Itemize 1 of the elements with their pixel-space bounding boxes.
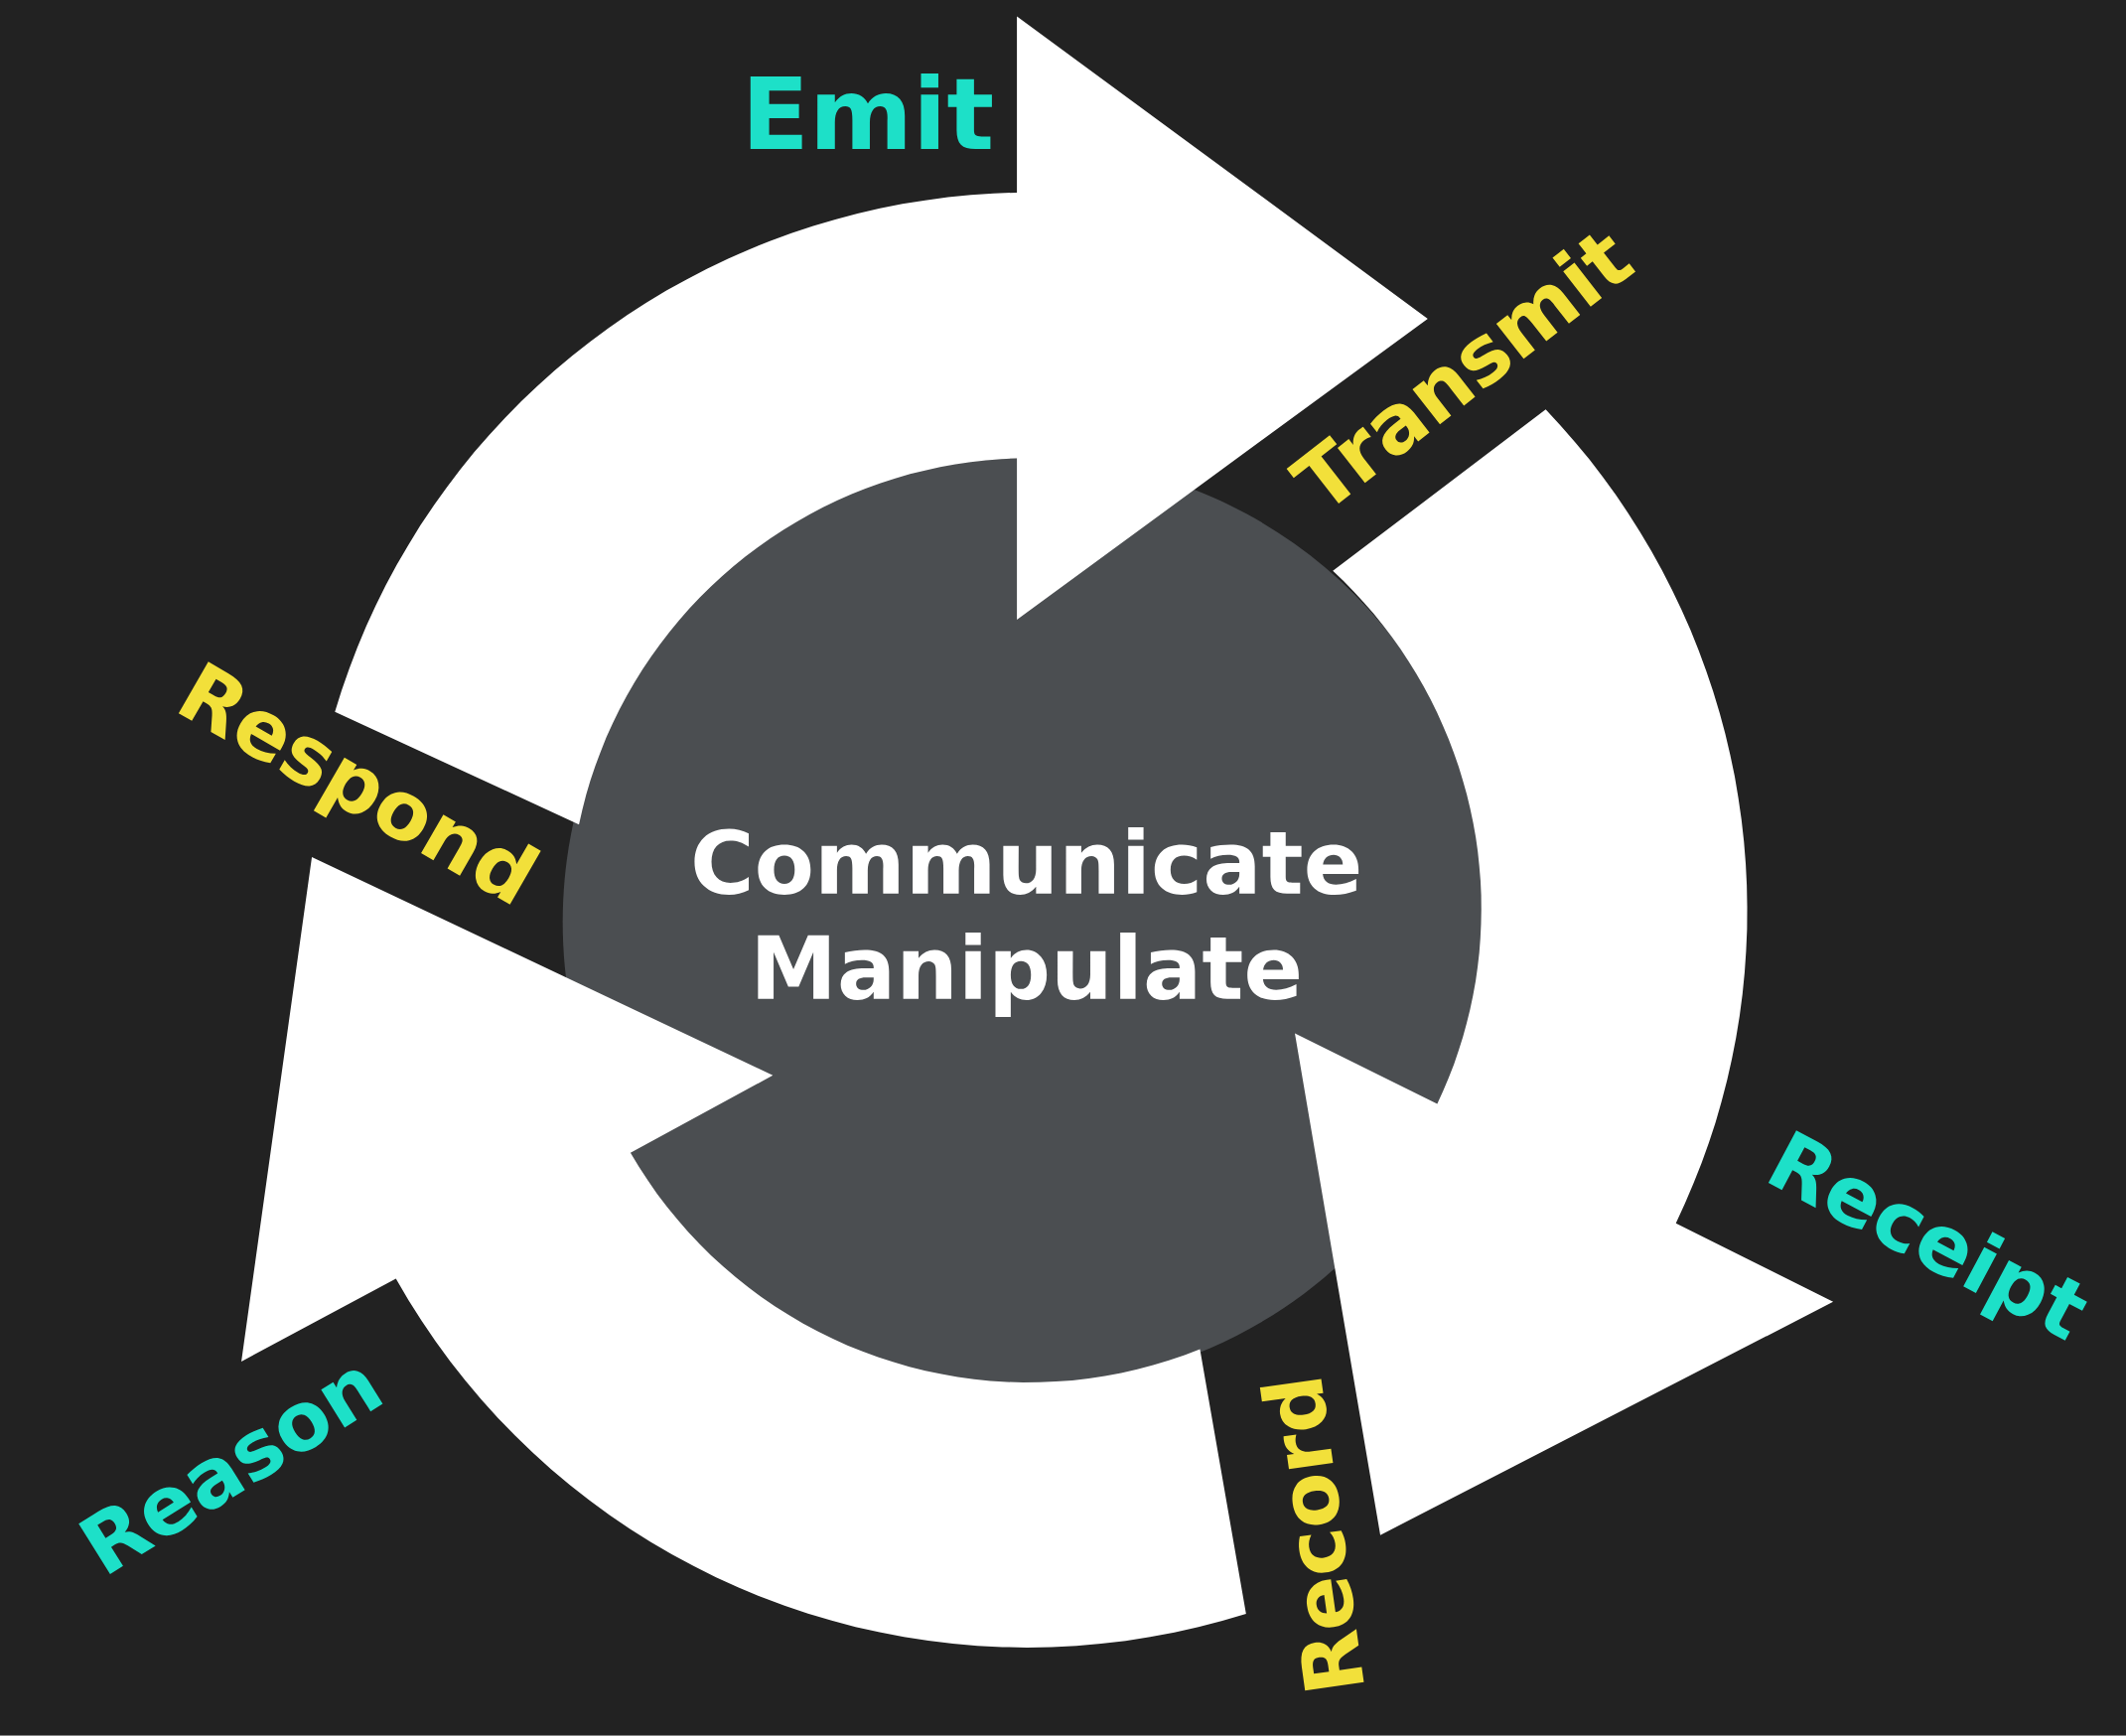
step-label: Emit <box>750 73 992 150</box>
